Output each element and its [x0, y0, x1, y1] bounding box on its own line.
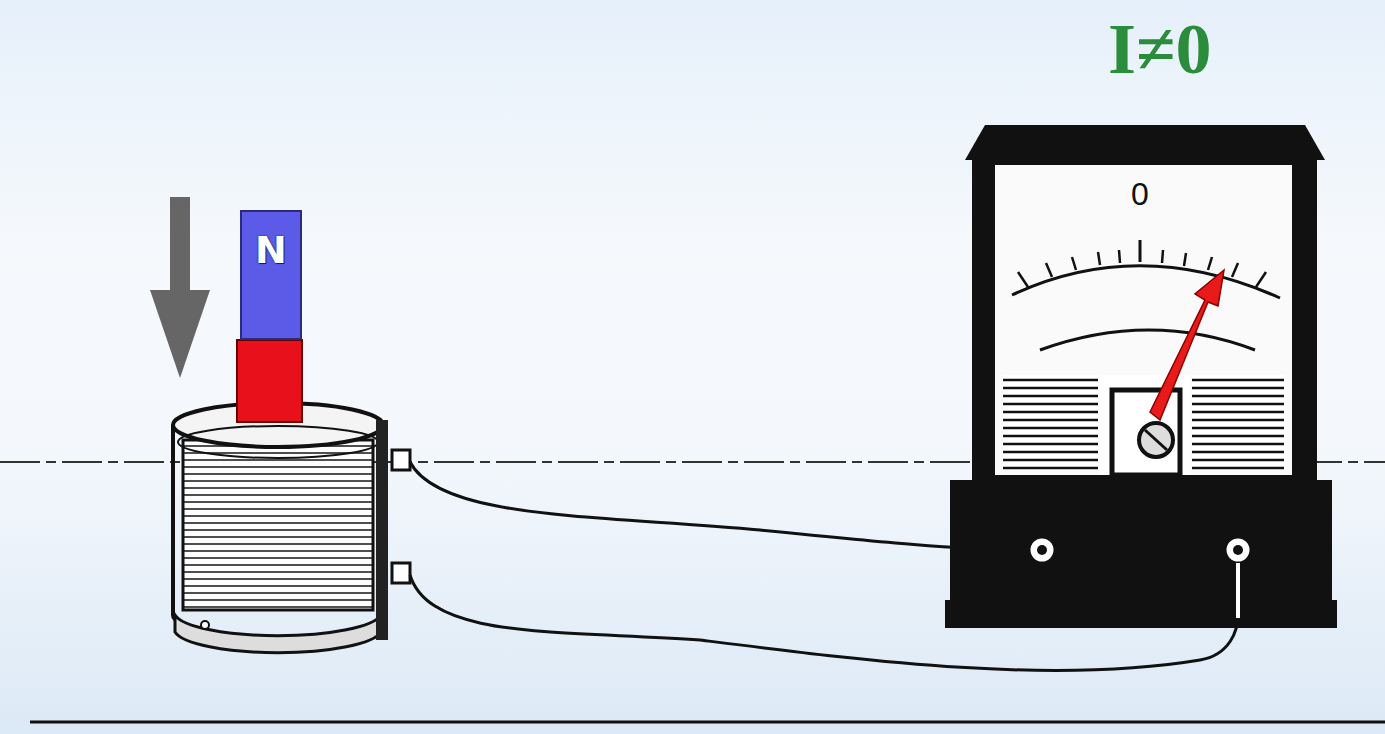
galvanometer: [945, 125, 1337, 628]
motion-arrow: [150, 197, 210, 378]
scale-zero: 0: [1131, 178, 1149, 210]
base-line: [30, 721, 1385, 724]
coil: [173, 403, 410, 653]
pole-letter: N: [255, 228, 287, 272]
wire: [410, 462, 1030, 550]
current-label: I≠0: [1108, 8, 1212, 91]
magnet-north: N: [240, 210, 302, 340]
magnet-south: [237, 340, 302, 422]
